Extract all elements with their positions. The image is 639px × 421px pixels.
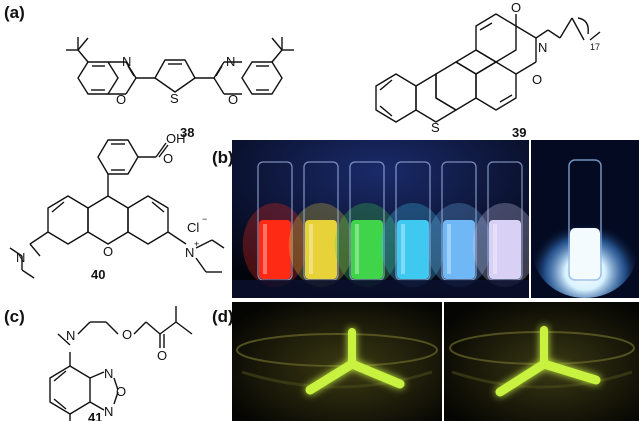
atom-o: O (532, 72, 542, 87)
vial-highlight (309, 224, 313, 274)
atom-s: S (431, 120, 440, 135)
vial-liquid (305, 220, 337, 279)
panel-label-a: (a) (4, 3, 25, 22)
compound-label-41: 41 (88, 410, 103, 421)
atom-o: O (228, 92, 238, 107)
atom-cl: Cl (187, 220, 199, 235)
photo-white-emission-vial (531, 140, 639, 298)
panel-label-b: (b) (212, 148, 234, 167)
atom-n: N (16, 250, 25, 265)
structure-40 (9, 139, 225, 279)
photo-waveguide-right (444, 302, 639, 421)
subscript-17: 17 (590, 42, 600, 52)
charge-plus: + (194, 239, 199, 249)
atom-o: O (163, 151, 173, 166)
vial-liquid (397, 220, 429, 279)
structure-41 (49, 306, 193, 421)
compound-label-40: 40 (91, 267, 106, 282)
waveguide-glow (495, 326, 601, 397)
atom-o: O (122, 327, 132, 342)
atom-n: N (104, 404, 113, 419)
structure-39 (375, 13, 601, 123)
atom-n: N (226, 54, 235, 69)
atom-oh: OH (166, 131, 186, 146)
panel-label-d: (d) (212, 307, 234, 326)
structure-38 (66, 37, 294, 95)
atom-n: N (185, 245, 194, 260)
atom-o: O (116, 92, 126, 107)
atom-o: O (157, 348, 167, 363)
vial-highlight (263, 224, 267, 274)
vial-highlight (447, 224, 451, 274)
atom-o: O (103, 244, 113, 259)
vial-liquid (489, 220, 521, 279)
vial-liquid (443, 220, 475, 279)
compound-label-39: 39 (512, 125, 527, 140)
photo-vials-series (232, 140, 529, 298)
atom-n: N (104, 366, 113, 381)
vial-liquid (259, 220, 291, 279)
atom-o: O (116, 384, 126, 399)
vial-liquid (351, 220, 383, 279)
vial-highlight (493, 224, 497, 274)
waveguide-glow (305, 328, 405, 395)
atom-o: O (511, 0, 521, 15)
vial-highlight (355, 224, 359, 274)
atom-n: N (122, 54, 131, 69)
compound-label-38: 38 (180, 125, 195, 140)
vial-highlight (401, 224, 405, 274)
atom-s: S (170, 91, 179, 106)
atom-n: N (66, 328, 75, 343)
panel-label-c: (c) (4, 307, 25, 326)
atom-n: N (538, 40, 547, 55)
charge-minus: − (202, 214, 207, 224)
photo-waveguide-left (232, 302, 442, 421)
